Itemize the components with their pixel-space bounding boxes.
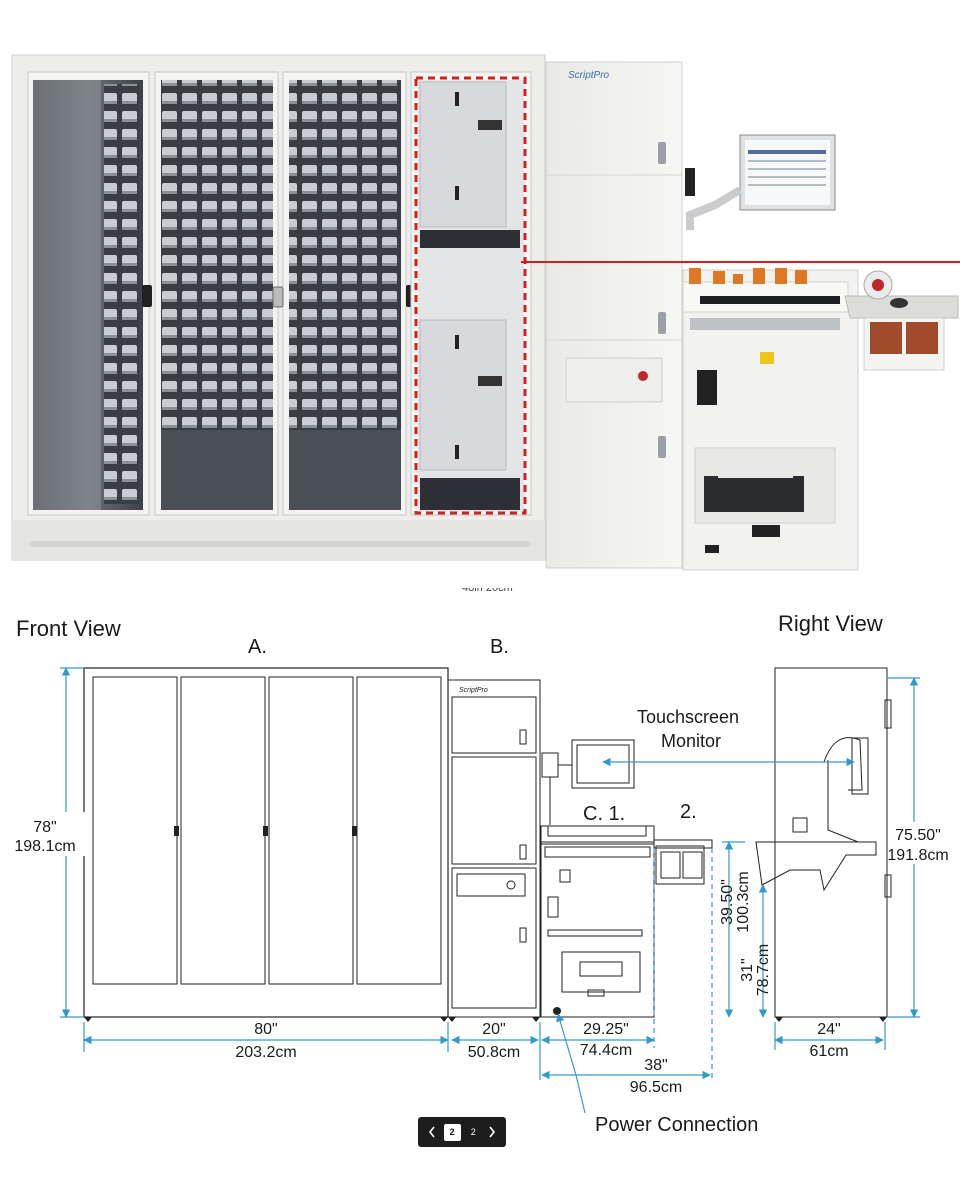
section-label-2: 2. — [680, 801, 697, 823]
section-label-a: A. — [248, 636, 267, 658]
front-view-title: Front View — [16, 616, 121, 641]
power-connection-label: Power Connection — [595, 1114, 758, 1136]
power-pointer-line — [556, 1013, 586, 1114]
dim-width-c-in: 29.25" — [583, 1021, 629, 1038]
section-label-b: B. — [490, 636, 509, 658]
dim-total-c-in: 38" — [644, 1057, 667, 1074]
robotic-dispensing-system-photo: ScriptPro — [11, 54, 960, 571]
dim-counter-in: 39.50" — [719, 879, 736, 925]
dimension-diagram: A. B. C. 1. 2. Touchscreen Monitor Power… — [6, 636, 956, 1136]
highlight-outline — [414, 76, 527, 515]
touchscreen-label: Touchscreen — [637, 707, 739, 727]
next-page-button[interactable] — [486, 1123, 498, 1141]
total-pages-label[interactable]: 2 — [470, 1127, 476, 1137]
dim-width-a-in: 80" — [254, 1021, 277, 1038]
cabinet-a-door-2 — [180, 676, 266, 985]
chevron-left-icon — [428, 1126, 435, 1138]
brand-logo: ScriptPro — [568, 70, 610, 81]
dim-counter-cm: 100.3cm — [735, 871, 752, 932]
product-photo: ScriptPro — [11, 54, 960, 571]
diagram-brand-logo: ScriptPro — [459, 687, 488, 694]
previous-page-button[interactable] — [426, 1123, 438, 1141]
dim-width-b-cm: 50.8cm — [468, 1044, 520, 1061]
image-pagination: 2 2 — [418, 1117, 506, 1147]
cabinet-a-door-4 — [356, 676, 442, 985]
dim-right-height-in: 75.50" — [895, 827, 941, 844]
dim-depth-in: 24" — [817, 1021, 840, 1038]
cabinet-a-outline — [83, 667, 449, 1018]
dim-width-a-cm: 203.2cm — [235, 1044, 296, 1061]
current-page-indicator[interactable]: 2 — [443, 1123, 461, 1141]
dim-low-cm: 78.7cm — [755, 944, 772, 996]
tower-b-outline — [447, 679, 541, 1018]
section-label-c1: C. 1. — [583, 803, 625, 825]
dim-right-height-cm: 191.8cm — [887, 847, 948, 864]
dim-width-b-in: 20" — [482, 1021, 505, 1038]
dim-height-in: 78" — [33, 819, 56, 836]
monitor-label: Monitor — [661, 731, 721, 751]
chevron-right-icon — [489, 1126, 495, 1138]
dim-depth-cm: 61cm — [809, 1043, 848, 1060]
cropped-caption: 48in 20cm — [462, 588, 513, 594]
right-view-title: Right View — [778, 611, 883, 636]
cabinet-a-door-1 — [92, 676, 178, 985]
dim-height-cm: 198.1cm — [14, 838, 75, 855]
cabinet-a-door-3 — [268, 676, 354, 985]
dim-width-c-cm: 74.4cm — [580, 1042, 632, 1059]
dim-total-c-cm: 96.5cm — [630, 1079, 682, 1096]
dim-low-in: 31" — [739, 958, 756, 981]
